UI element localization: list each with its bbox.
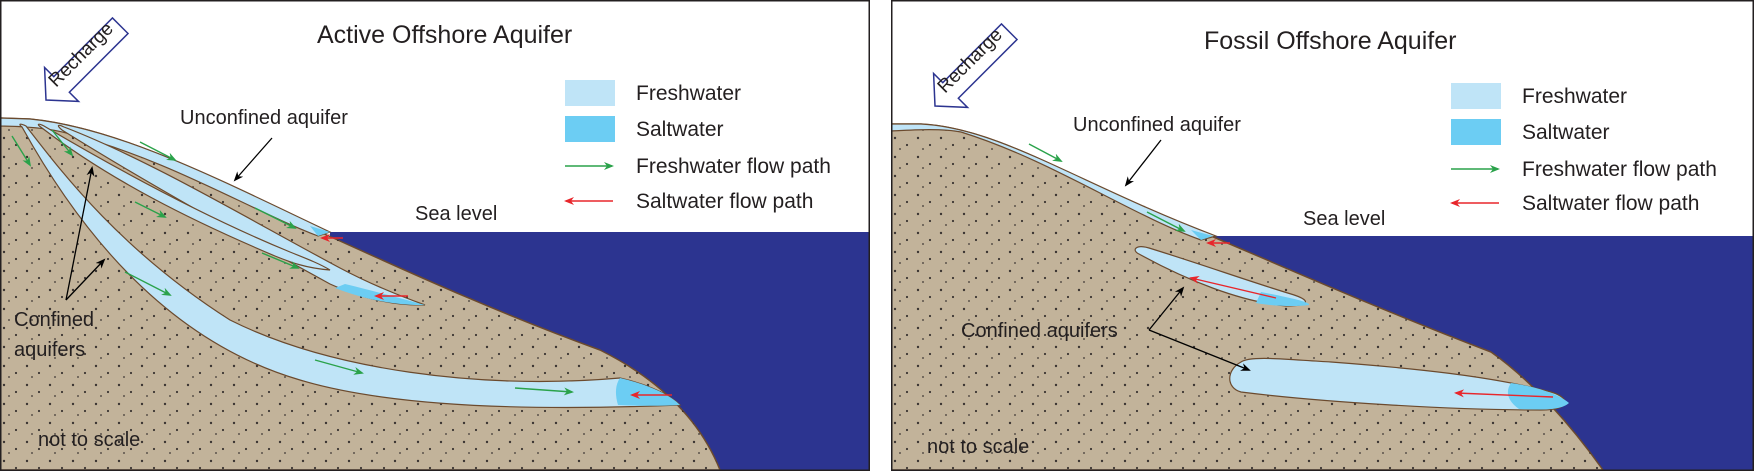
label-leader-arrows xyxy=(65,137,273,301)
scale-note: not to scale xyxy=(38,429,140,451)
fossil-aquifer-panel: Recharge Fossil Offshore Aquifer Unconfi… xyxy=(891,0,1754,471)
unconfined-saltwater xyxy=(1191,230,1213,240)
saltwater-swatch xyxy=(1451,119,1501,145)
panel-frame xyxy=(891,0,1754,471)
unconfined-saltwater xyxy=(310,226,330,236)
recharge-arrow-icon xyxy=(932,22,1019,109)
confined-aquifer-upper xyxy=(1134,246,1306,307)
sea-level-label: Sea level xyxy=(1303,208,1385,230)
confined-saltwater-upper xyxy=(1256,292,1310,307)
legend-saltwater-label: Saltwater xyxy=(1522,121,1610,144)
confined-aquifer-middle xyxy=(37,123,331,271)
legend-freshwater-flow-label: Freshwater flow path xyxy=(1522,158,1717,181)
sea-level-label: Sea level xyxy=(415,203,497,225)
panel-title: Fossil Offshore Aquifer xyxy=(1204,27,1456,55)
confined-aquifers-label-line2: aquifers xyxy=(14,339,85,361)
saltwater-flow-arrows xyxy=(1189,239,1554,398)
scale-note: not to scale xyxy=(927,436,1029,458)
saltwater-swatch xyxy=(565,116,615,142)
panel-title: Active Offshore Aquifer xyxy=(317,21,572,49)
legend-saltwater-label: Saltwater xyxy=(636,118,724,141)
confined-aquifers-label: Confined aquifers xyxy=(961,320,1118,342)
fossil-aquifer-diagram: Recharge Fossil Offshore Aquifer Unconfi… xyxy=(891,0,1754,471)
freshwater-swatch xyxy=(1451,83,1501,109)
freshwater-flow-arrows xyxy=(1028,143,1186,232)
freshwater-flow-arrows xyxy=(11,129,574,396)
legend-freshwater-label: Freshwater xyxy=(636,82,741,105)
active-aquifer-panel: Recharge Active Offshore Aquifer Unconfi… xyxy=(0,0,870,471)
legend-freshwater-label: Freshwater xyxy=(1522,85,1627,108)
freshwater-swatch xyxy=(565,80,615,106)
legend: Freshwater Saltwater Freshwater flow pat… xyxy=(1450,83,1717,215)
legend-freshwater-flow-label: Freshwater flow path xyxy=(636,155,831,178)
legend-saltwater-flow-label: Saltwater flow path xyxy=(636,190,813,213)
active-aquifer-diagram: Recharge Active Offshore Aquifer Unconfi… xyxy=(0,0,870,471)
legend: Freshwater Saltwater Freshwater flow pat… xyxy=(564,80,831,213)
label-leader-arrows xyxy=(1124,139,1251,371)
confined-aquifers-label: Confined xyxy=(14,309,94,331)
panel-frame xyxy=(0,0,870,471)
unconfined-aquifer-label: Unconfined aquifer xyxy=(180,107,348,129)
unconfined-aquifer-label: Unconfined aquifer xyxy=(1073,114,1241,136)
saltwater-flow-arrows xyxy=(320,234,672,399)
recharge-arrow-icon xyxy=(43,16,130,103)
legend-saltwater-flow-label: Saltwater flow path xyxy=(1522,192,1699,215)
